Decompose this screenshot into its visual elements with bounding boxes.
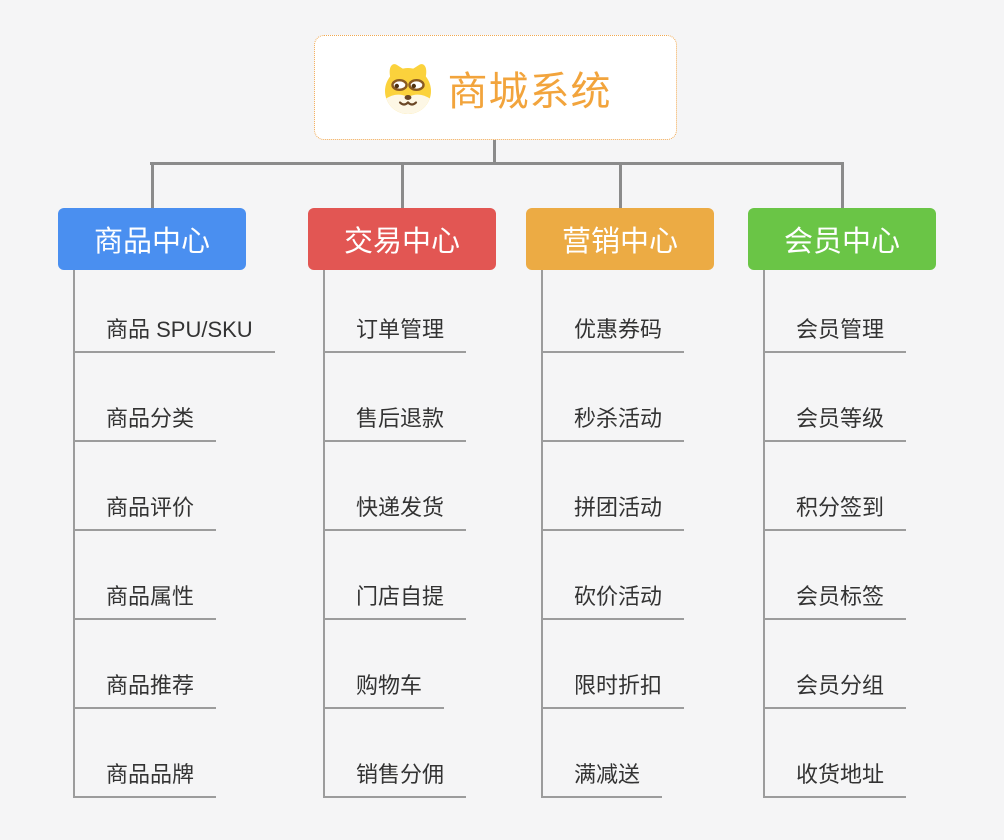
branch-children-product-center: 商品 SPU/SKU 商品分类 商品评价 商品属性 商品推荐 商品品牌	[73, 270, 275, 798]
branch-trade-center: 交易中心 订单管理 售后退款 快递发货 门店自提 购物车 销售分佣	[308, 208, 496, 798]
branch-marketing-center: 营销中心 优惠券码 秒杀活动 拼团活动 砍价活动 限时折扣 满减送	[526, 208, 714, 798]
mindmap-child-node: 优惠券码	[543, 270, 714, 353]
branch-node-product-center[interactable]: 商品中心	[58, 208, 246, 270]
branch-node-member-center[interactable]: 会员中心	[748, 208, 936, 270]
branch-children-marketing-center: 优惠券码 秒杀活动 拼团活动 砍价活动 限时折扣 满减送	[541, 270, 714, 798]
mindmap-child-label[interactable]: 会员分组	[765, 668, 907, 709]
mindmap-child-label[interactable]: 限时折扣	[543, 668, 685, 709]
mindmap-child-node: 会员标签	[765, 531, 936, 620]
root-node[interactable]: 商城系统	[314, 35, 677, 140]
connector-drop-marketing	[619, 162, 622, 208]
mindmap-child-node: 限时折扣	[543, 620, 714, 709]
mindmap-child-node: 购物车	[325, 620, 496, 709]
mindmap-child-node: 商品推荐	[75, 620, 246, 709]
root-title: 商城系统	[447, 69, 612, 114]
mindmap-child-node: 砍价活动	[543, 531, 714, 620]
mindmap-child-node: 销售分佣	[325, 709, 496, 798]
mindmap-child-label[interactable]: 商品属性	[75, 579, 217, 620]
mindmap-child-node: 快递发货	[325, 442, 496, 531]
mindmap-child-node: 收货地址	[765, 709, 936, 798]
mindmap-child-node: 商品 SPU/SKU	[75, 270, 275, 353]
mindmap-child-label[interactable]: 积分签到	[765, 490, 907, 531]
mindmap-child-node: 秒杀活动	[543, 353, 714, 442]
mindmap-child-label[interactable]: 满减送	[543, 757, 663, 798]
mindmap-child-node: 门店自提	[325, 531, 496, 620]
dog-mascot-icon	[384, 63, 431, 114]
mindmap-child-node: 积分签到	[765, 442, 936, 531]
branch-children-member-center: 会员管理 会员等级 积分签到 会员标签 会员分组 收货地址	[763, 270, 936, 798]
mindmap-child-label[interactable]: 收货地址	[765, 757, 907, 798]
branch-children-trade-center: 订单管理 售后退款 快递发货 门店自提 购物车 销售分佣	[323, 270, 496, 798]
mindmap-child-label[interactable]: 商品分类	[75, 401, 217, 442]
mindmap-child-label[interactable]: 秒杀活动	[543, 401, 685, 442]
mindmap-child-label[interactable]: 快递发货	[325, 490, 467, 531]
mindmap-child-label[interactable]: 砍价活动	[543, 579, 685, 620]
mindmap-child-label[interactable]: 商品 SPU/SKU	[75, 312, 275, 353]
mindmap-child-label[interactable]: 商品推荐	[75, 668, 217, 709]
branch-node-trade-center[interactable]: 交易中心	[308, 208, 496, 270]
mindmap-child-label[interactable]: 商品评价	[75, 490, 217, 531]
mindmap-child-label[interactable]: 商品品牌	[75, 757, 217, 798]
mindmap-child-label[interactable]: 优惠券码	[543, 312, 685, 353]
mindmap-child-node: 商品评价	[75, 442, 246, 531]
connector-drop-product	[151, 162, 154, 208]
mindmap-child-label[interactable]: 门店自提	[325, 579, 467, 620]
branch-member-center: 会员中心 会员管理 会员等级 积分签到 会员标签 会员分组 收货地址	[748, 208, 936, 798]
connector-drop-trade	[401, 162, 404, 208]
mindmap-child-label[interactable]: 会员等级	[765, 401, 907, 442]
branch-node-marketing-center[interactable]: 营销中心	[526, 208, 714, 270]
branch-product-center: 商品中心 商品 SPU/SKU 商品分类 商品评价 商品属性 商品推荐 商品品牌	[58, 208, 275, 798]
mindmap-child-node: 满减送	[543, 709, 714, 798]
mindmap-child-label[interactable]: 会员标签	[765, 579, 907, 620]
connector-drop-member	[841, 162, 844, 208]
mindmap-child-label[interactable]: 订单管理	[325, 312, 467, 353]
mindmap-child-label[interactable]: 售后退款	[325, 401, 467, 442]
mindmap-child-node: 会员等级	[765, 353, 936, 442]
mindmap-child-node: 拼团活动	[543, 442, 714, 531]
mindmap-child-label[interactable]: 拼团活动	[543, 490, 685, 531]
mindmap-child-label[interactable]: 会员管理	[765, 312, 907, 353]
mindmap-child-label[interactable]: 购物车	[325, 668, 445, 709]
mindmap-child-node: 售后退款	[325, 353, 496, 442]
mindmap-child-node: 商品品牌	[75, 709, 246, 798]
mindmap-child-node: 商品属性	[75, 531, 246, 620]
connector-root-stub	[493, 140, 496, 165]
mindmap-child-node: 订单管理	[325, 270, 496, 353]
mindmap-child-node: 商品分类	[75, 353, 246, 442]
connector-bus	[150, 162, 842, 165]
mindmap-child-node: 会员分组	[765, 620, 936, 709]
mindmap-child-label[interactable]: 销售分佣	[325, 757, 467, 798]
mindmap-child-node: 会员管理	[765, 270, 936, 353]
